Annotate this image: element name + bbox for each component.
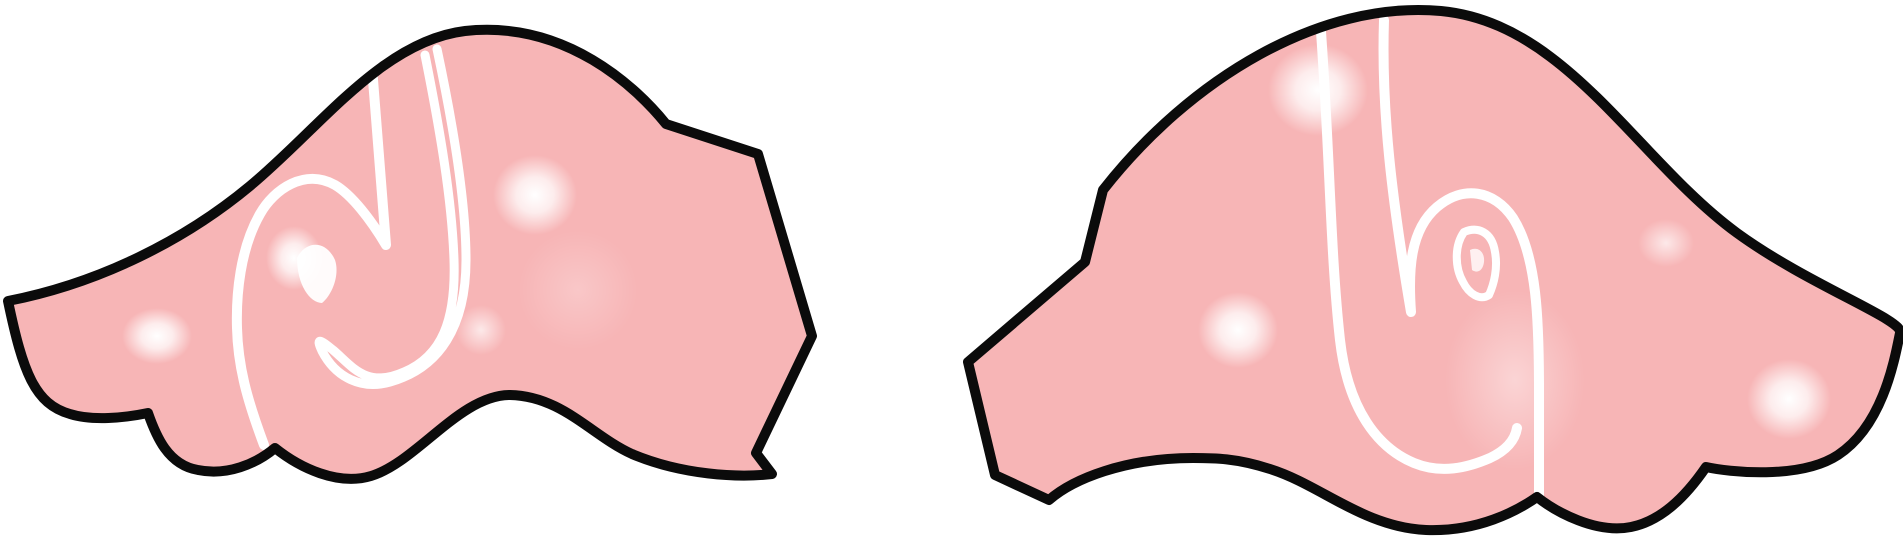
right-shape-body <box>968 9 1901 531</box>
right-shape-highlights <box>1198 13 1831 505</box>
left-shape-body <box>8 29 812 479</box>
left-shape-outline <box>3 24 817 484</box>
left-shape-highlights <box>122 44 638 450</box>
right-shape <box>963 5 1903 536</box>
left-shape <box>3 24 817 484</box>
right-shape-outline <box>963 5 1903 536</box>
